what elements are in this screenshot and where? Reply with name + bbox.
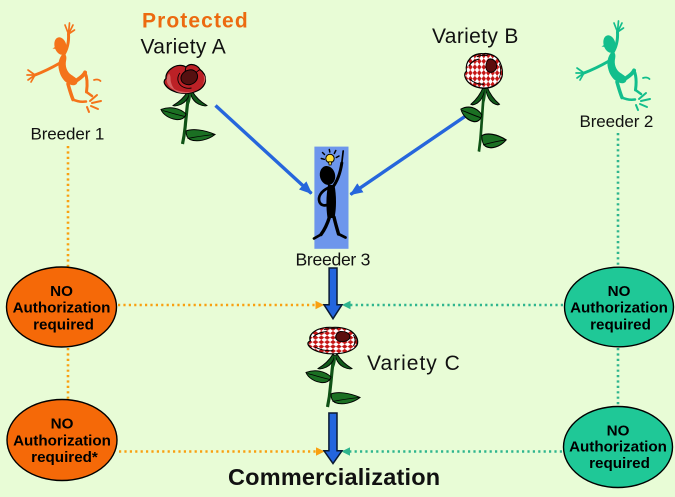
svg-text:NO: NO (607, 423, 630, 440)
svg-text:Protected: Protected (142, 10, 249, 33)
svg-text:Breeder 2: Breeder 2 (580, 112, 654, 131)
svg-text:Authorization: Authorization (570, 300, 668, 317)
svg-text:NO: NO (51, 416, 74, 433)
svg-text:required: required (590, 316, 651, 333)
svg-text:required: required (589, 455, 650, 472)
svg-text:Commercialization: Commercialization (228, 464, 440, 490)
svg-text:NO: NO (50, 283, 73, 300)
svg-text:Variety A: Variety A (141, 36, 227, 59)
svg-text:Breeder 3: Breeder 3 (296, 249, 371, 269)
svg-text:Breeder 1: Breeder 1 (31, 124, 105, 143)
svg-text:Variety B: Variety B (432, 25, 519, 48)
svg-text:Authorization: Authorization (569, 439, 667, 456)
svg-text:Authorization: Authorization (13, 432, 111, 449)
svg-text:Variety C: Variety C (367, 352, 461, 375)
svg-text:required: required (33, 316, 94, 333)
svg-text:NO: NO (608, 283, 631, 300)
svg-text:required*: required* (31, 449, 98, 466)
svg-text:Authorization: Authorization (13, 300, 111, 317)
